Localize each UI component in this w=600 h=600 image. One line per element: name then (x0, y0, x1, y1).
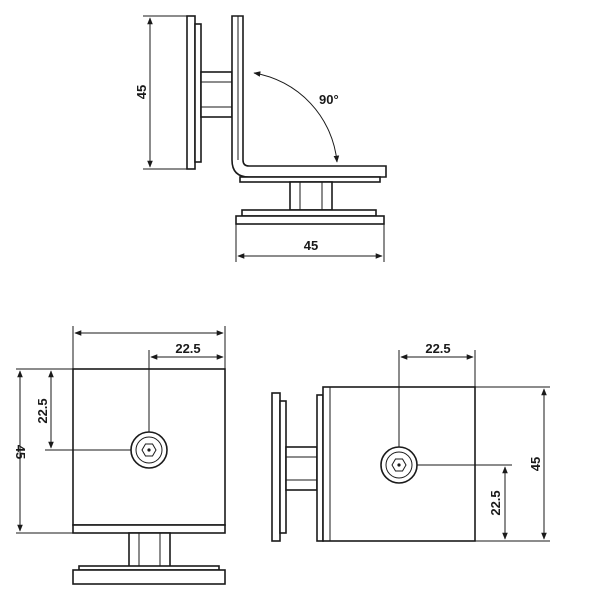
top-width-label: 45 (304, 238, 318, 253)
side-height-label: 45 (528, 457, 543, 471)
top-glass-pad-left (186, 15, 196, 170)
side-view: 22.5 45 22.5 (271, 341, 550, 542)
front-height-label: 45 (13, 445, 28, 459)
front-gasket (72, 524, 226, 534)
front-view: 22.5 22.5 45 (13, 326, 226, 585)
top-angle-arc (253, 71, 340, 163)
top-l-bracket (231, 15, 387, 178)
side-gasket-2 (316, 394, 324, 542)
top-glass-pad-bottom (235, 215, 385, 225)
side-bottom-offset-label: 22.5 (488, 490, 503, 515)
front-hex-socket-icon (141, 443, 157, 457)
top-angle-label: 90° (319, 92, 339, 107)
front-left-offset-label: 22.5 (35, 398, 50, 423)
top-stem (200, 71, 233, 118)
side-gasket (279, 400, 287, 534)
side-hex-socket-icon (391, 458, 407, 472)
top-view: 45 90° 45 (134, 15, 387, 262)
top-gasket-left (194, 23, 202, 163)
front-stem (128, 532, 171, 569)
top-height-label: 45 (134, 85, 149, 99)
top-gasket-bottom-2 (241, 209, 377, 217)
side-stem (285, 446, 318, 491)
side-glass-pad (271, 392, 281, 542)
top-stem-bottom (289, 181, 333, 211)
front-glass-pad (72, 569, 226, 585)
front-width-label: 22.5 (175, 341, 200, 356)
side-top-offset-label: 22.5 (425, 341, 450, 356)
